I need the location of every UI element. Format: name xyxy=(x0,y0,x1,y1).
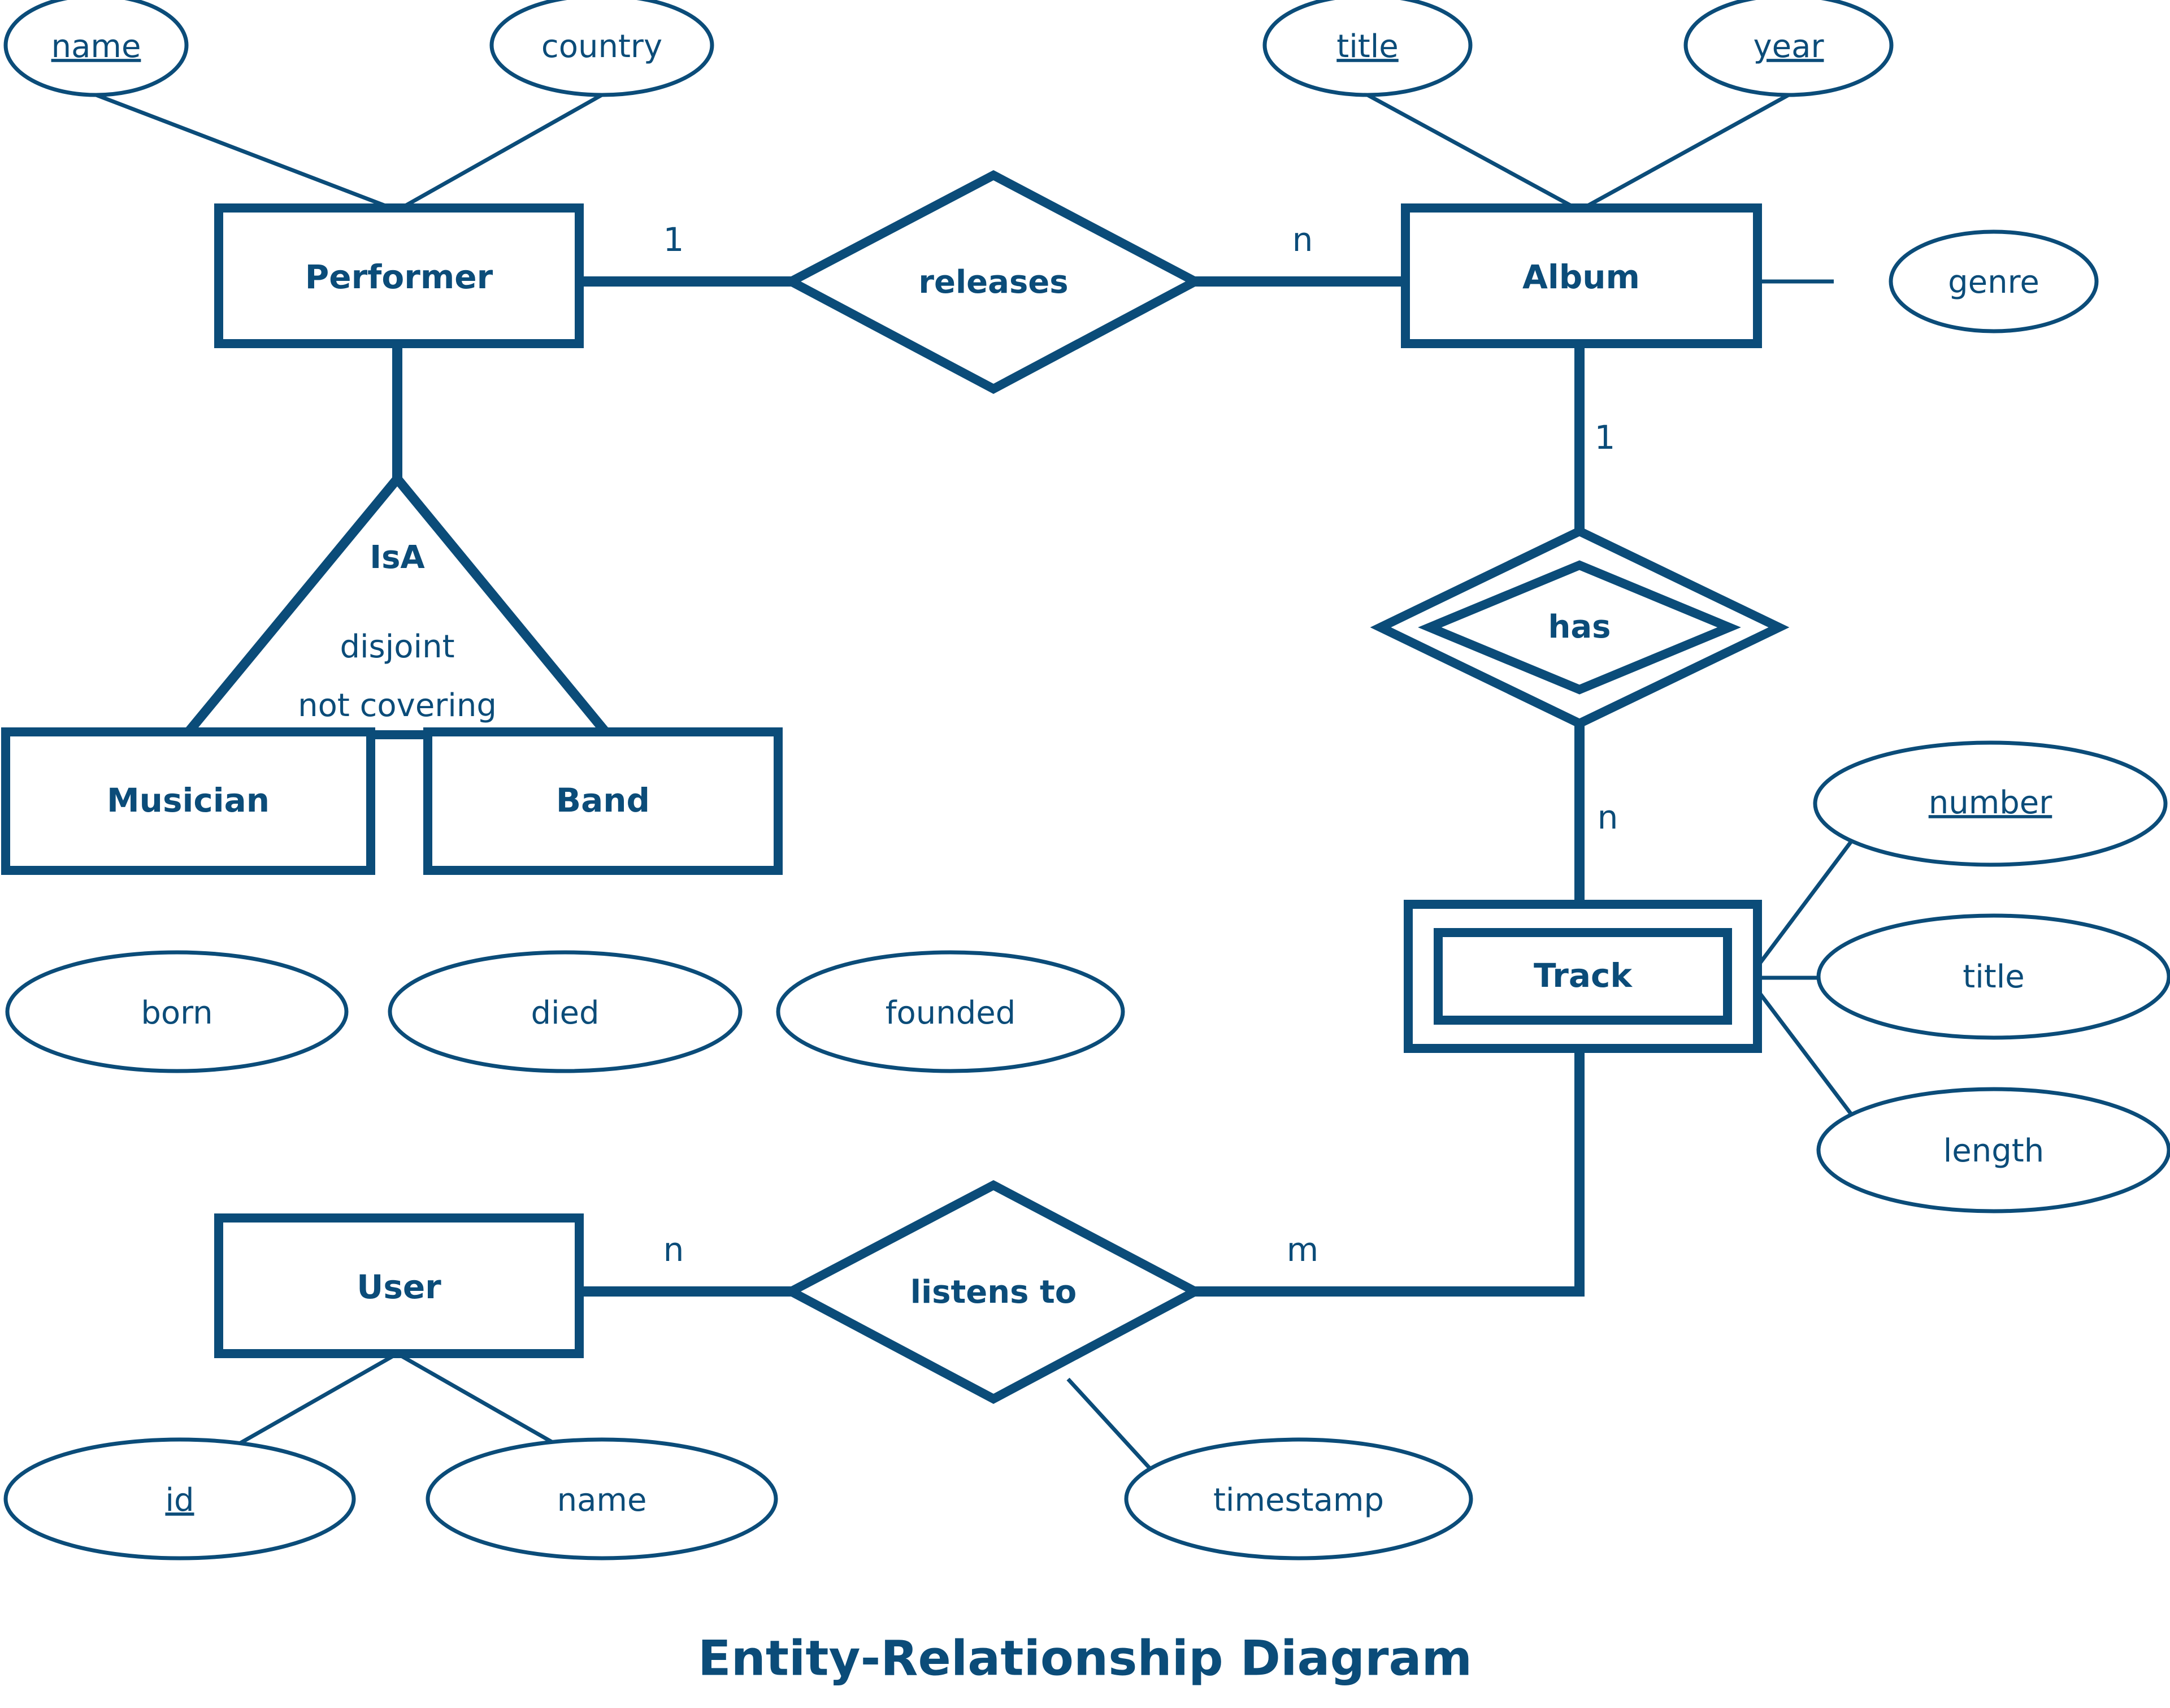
relationship-has[interactable]: has xyxy=(1370,526,1790,729)
edge-track-listens xyxy=(1195,1048,1585,1297)
entity-track[interactable]: Track xyxy=(1404,900,1762,1053)
relationship-listens-to[interactable]: listens to xyxy=(781,1180,1205,1404)
entity-label: User xyxy=(357,1268,441,1306)
cardinality-releases-album: n xyxy=(1292,220,1313,259)
edge-performer-country xyxy=(396,93,603,213)
attribute-track-length[interactable]: length xyxy=(1816,1087,2170,1213)
attribute-track-number[interactable]: number xyxy=(1813,740,2168,867)
attribute-album-year[interactable]: year xyxy=(1683,0,1894,97)
attribute-label: title xyxy=(1336,28,1398,65)
edge-album-year xyxy=(1578,93,1790,213)
edge-album-title xyxy=(1366,93,1581,213)
cardinality-performer-releases: 1 xyxy=(663,220,684,259)
attribute-label: born xyxy=(141,995,212,1031)
entity-label: Track xyxy=(1534,956,1633,995)
relationship-label: listens to xyxy=(910,1274,1077,1311)
isa-label: IsA xyxy=(370,539,425,576)
edge-track-number xyxy=(1756,829,1861,968)
relationship-label: releases xyxy=(918,264,1068,301)
diagram-title: Entity-Relationship Diagram xyxy=(698,1630,1472,1687)
relationship-layer: releases has listens to xyxy=(781,170,1790,1404)
attribute-label: genre xyxy=(1948,264,2039,301)
attribute-label: name xyxy=(51,28,141,65)
isa-constraint-covering: not covering xyxy=(298,687,497,724)
attribute-user-id[interactable]: id xyxy=(3,1437,356,1560)
edge-listens-timestamp xyxy=(1066,1377,1163,1482)
entity-user[interactable]: User xyxy=(214,1213,584,1358)
cardinality-listens-track: m xyxy=(1287,1230,1319,1269)
attribute-label: length xyxy=(1943,1133,2045,1169)
cardinality-layer: 1 n 1 n n m xyxy=(663,220,1618,1269)
attribute-label: id xyxy=(165,1482,194,1519)
attribute-band-founded[interactable]: founded xyxy=(776,950,1125,1073)
attribute-layer: name country title year genre born xyxy=(3,0,2170,1560)
entity-label: Musician xyxy=(107,781,270,820)
attribute-label: title xyxy=(1963,959,2024,995)
attribute-label: country xyxy=(541,28,662,65)
attribute-label: number xyxy=(1929,784,2053,821)
edge-track-length xyxy=(1756,989,1861,1126)
isa-constraint-disjoint: disjoint xyxy=(340,628,454,665)
relationship-label: has xyxy=(1548,609,1611,645)
attribute-user-name[interactable]: name xyxy=(426,1437,778,1560)
attribute-album-genre[interactable]: genre xyxy=(1889,229,2099,333)
cardinality-user-listens: n xyxy=(663,1230,684,1269)
edge-performer-name xyxy=(95,93,398,213)
attribute-album-title[interactable]: title xyxy=(1262,0,1473,97)
attribute-label: name xyxy=(557,1482,647,1519)
attribute-label: year xyxy=(1754,28,1825,65)
relationship-releases[interactable]: releases xyxy=(781,170,1205,395)
entity-layer: Performer Album Musician Band Track User xyxy=(1,203,1762,1358)
attribute-performer-country[interactable]: country xyxy=(489,0,714,97)
entity-performer[interactable]: Performer xyxy=(214,203,584,348)
attribute-track-title[interactable]: title xyxy=(1816,913,2170,1040)
cardinality-has-track: n xyxy=(1598,798,1618,836)
attribute-label: founded xyxy=(886,995,1016,1031)
entity-label: Album xyxy=(1522,258,1640,296)
entity-label: Band xyxy=(556,781,650,820)
attribute-label: timestamp xyxy=(1213,1482,1384,1519)
entity-album[interactable]: Album xyxy=(1401,203,1762,348)
entity-band[interactable]: Band xyxy=(423,727,783,875)
entity-musician[interactable]: Musician xyxy=(1,727,375,875)
generalization-isa[interactable]: IsA disjoint not covering xyxy=(177,472,617,739)
attribute-listens-timestamp[interactable]: timestamp xyxy=(1124,1437,1473,1560)
attribute-musician-died[interactable]: died xyxy=(388,950,743,1073)
cardinality-album-has: 1 xyxy=(1595,418,1616,457)
attribute-label: died xyxy=(531,995,599,1031)
entity-label: Performer xyxy=(305,258,493,296)
attribute-performer-name[interactable]: name xyxy=(3,0,189,97)
attribute-musician-born[interactable]: born xyxy=(5,950,349,1073)
